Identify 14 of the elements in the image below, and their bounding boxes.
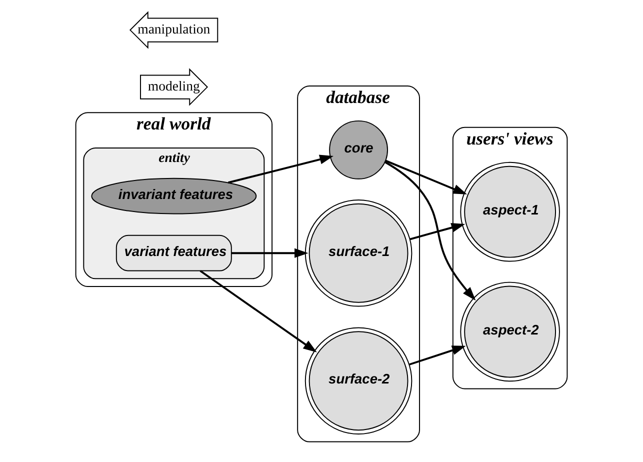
node-circle: aspect-2 bbox=[460, 282, 560, 382]
arrow bbox=[384, 161, 476, 301]
arrow bbox=[200, 270, 317, 352]
node-circle: core bbox=[329, 120, 388, 180]
arrow bbox=[228, 154, 334, 184]
arrow bbox=[409, 346, 466, 366]
arrow bbox=[410, 222, 466, 240]
node-circle: aspect-1 bbox=[460, 162, 560, 262]
arrow bbox=[385, 160, 468, 194]
arrow bbox=[231, 248, 308, 258]
node-circle: surface-1 bbox=[304, 199, 412, 307]
node-box: variant features bbox=[116, 234, 232, 272]
node-circle: surface-2 bbox=[304, 327, 412, 434]
node-ellipse: invariant features bbox=[91, 178, 257, 214]
